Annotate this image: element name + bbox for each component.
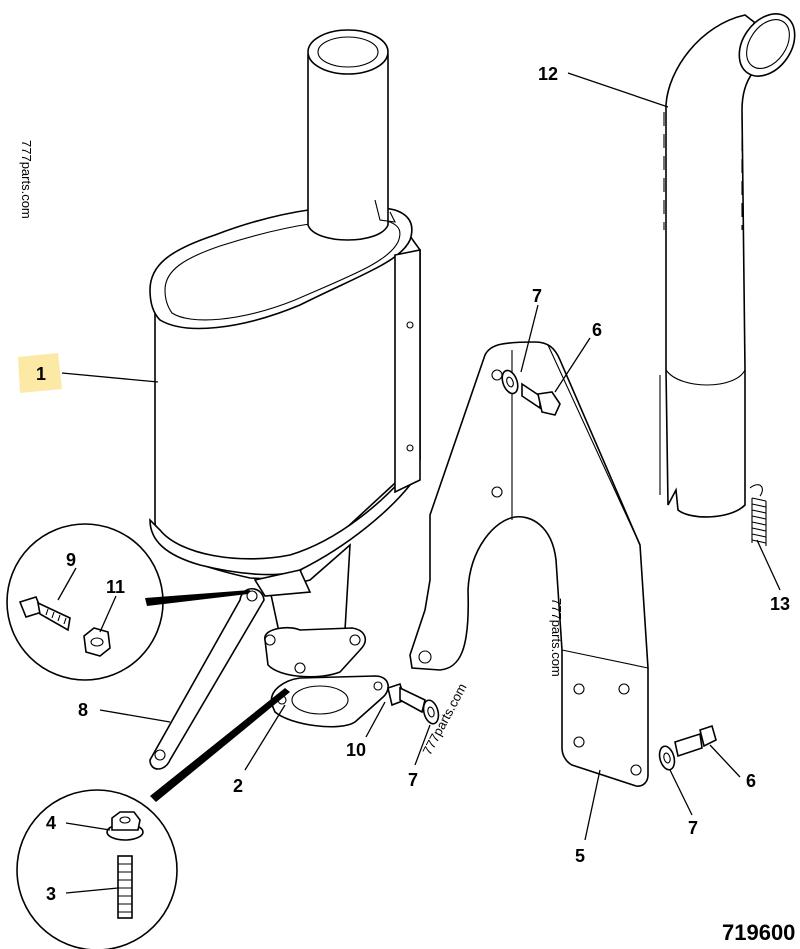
strut-part-8[interactable]: [149, 587, 265, 770]
callout-2[interactable]: 2: [233, 776, 243, 796]
bolt-part-6-lower[interactable]: [674, 724, 717, 758]
callout-11[interactable]: 11: [106, 577, 125, 597]
bolt-part-9[interactable]: [18, 596, 71, 632]
callout-13[interactable]: 13: [770, 594, 790, 614]
callout-6-lower[interactable]: 6: [746, 771, 756, 791]
watermark-left: 777parts.com: [19, 140, 34, 219]
callout-highlight: [18, 353, 62, 393]
detail-connector-lower: [150, 688, 290, 802]
spring-part-13[interactable]: [749, 484, 767, 546]
callout-10[interactable]: 10: [346, 740, 366, 760]
callout-8[interactable]: 8: [78, 700, 88, 720]
bolt-part-10[interactable]: [387, 682, 426, 714]
detail-view-bolt-nut: [6, 523, 164, 681]
washer-part-7-upper[interactable]: [499, 368, 520, 395]
flange-nut-part-4[interactable]: [106, 811, 144, 841]
stud-part-3[interactable]: [117, 855, 133, 919]
silencer-part-1[interactable]: [149, 29, 421, 678]
nut-part-11[interactable]: [83, 627, 111, 657]
callout-12[interactable]: 12: [538, 64, 558, 84]
callout-1[interactable]: 1: [36, 364, 46, 384]
callout-7-middle[interactable]: 7: [408, 770, 418, 790]
callout-7-lower[interactable]: 7: [688, 818, 698, 838]
detail-connector-upper: [145, 590, 250, 606]
tail-pipe-part-12[interactable]: [659, 3, 800, 518]
callout-6-upper[interactable]: 6: [592, 320, 602, 340]
bracket-part-5[interactable]: [409, 341, 649, 787]
callout-9[interactable]: 9: [66, 550, 76, 570]
callout-3[interactable]: 3: [46, 884, 56, 904]
detail-view-stud-nut: [16, 789, 178, 949]
bolt-part-6-upper[interactable]: [521, 382, 561, 416]
gasket-part-2[interactable]: [270, 675, 389, 728]
drawing-reference-number: 719600: [722, 920, 795, 945]
callout-5[interactable]: 5: [575, 846, 585, 866]
watermark-bracket: 777parts.com: [549, 598, 564, 677]
washer-part-7-lower[interactable]: [657, 745, 677, 772]
leader-lines: [57, 72, 781, 894]
callout-7-upper[interactable]: 7: [532, 286, 542, 306]
callout-4[interactable]: 4: [46, 813, 56, 833]
washer-part-7-middle[interactable]: [421, 699, 441, 726]
